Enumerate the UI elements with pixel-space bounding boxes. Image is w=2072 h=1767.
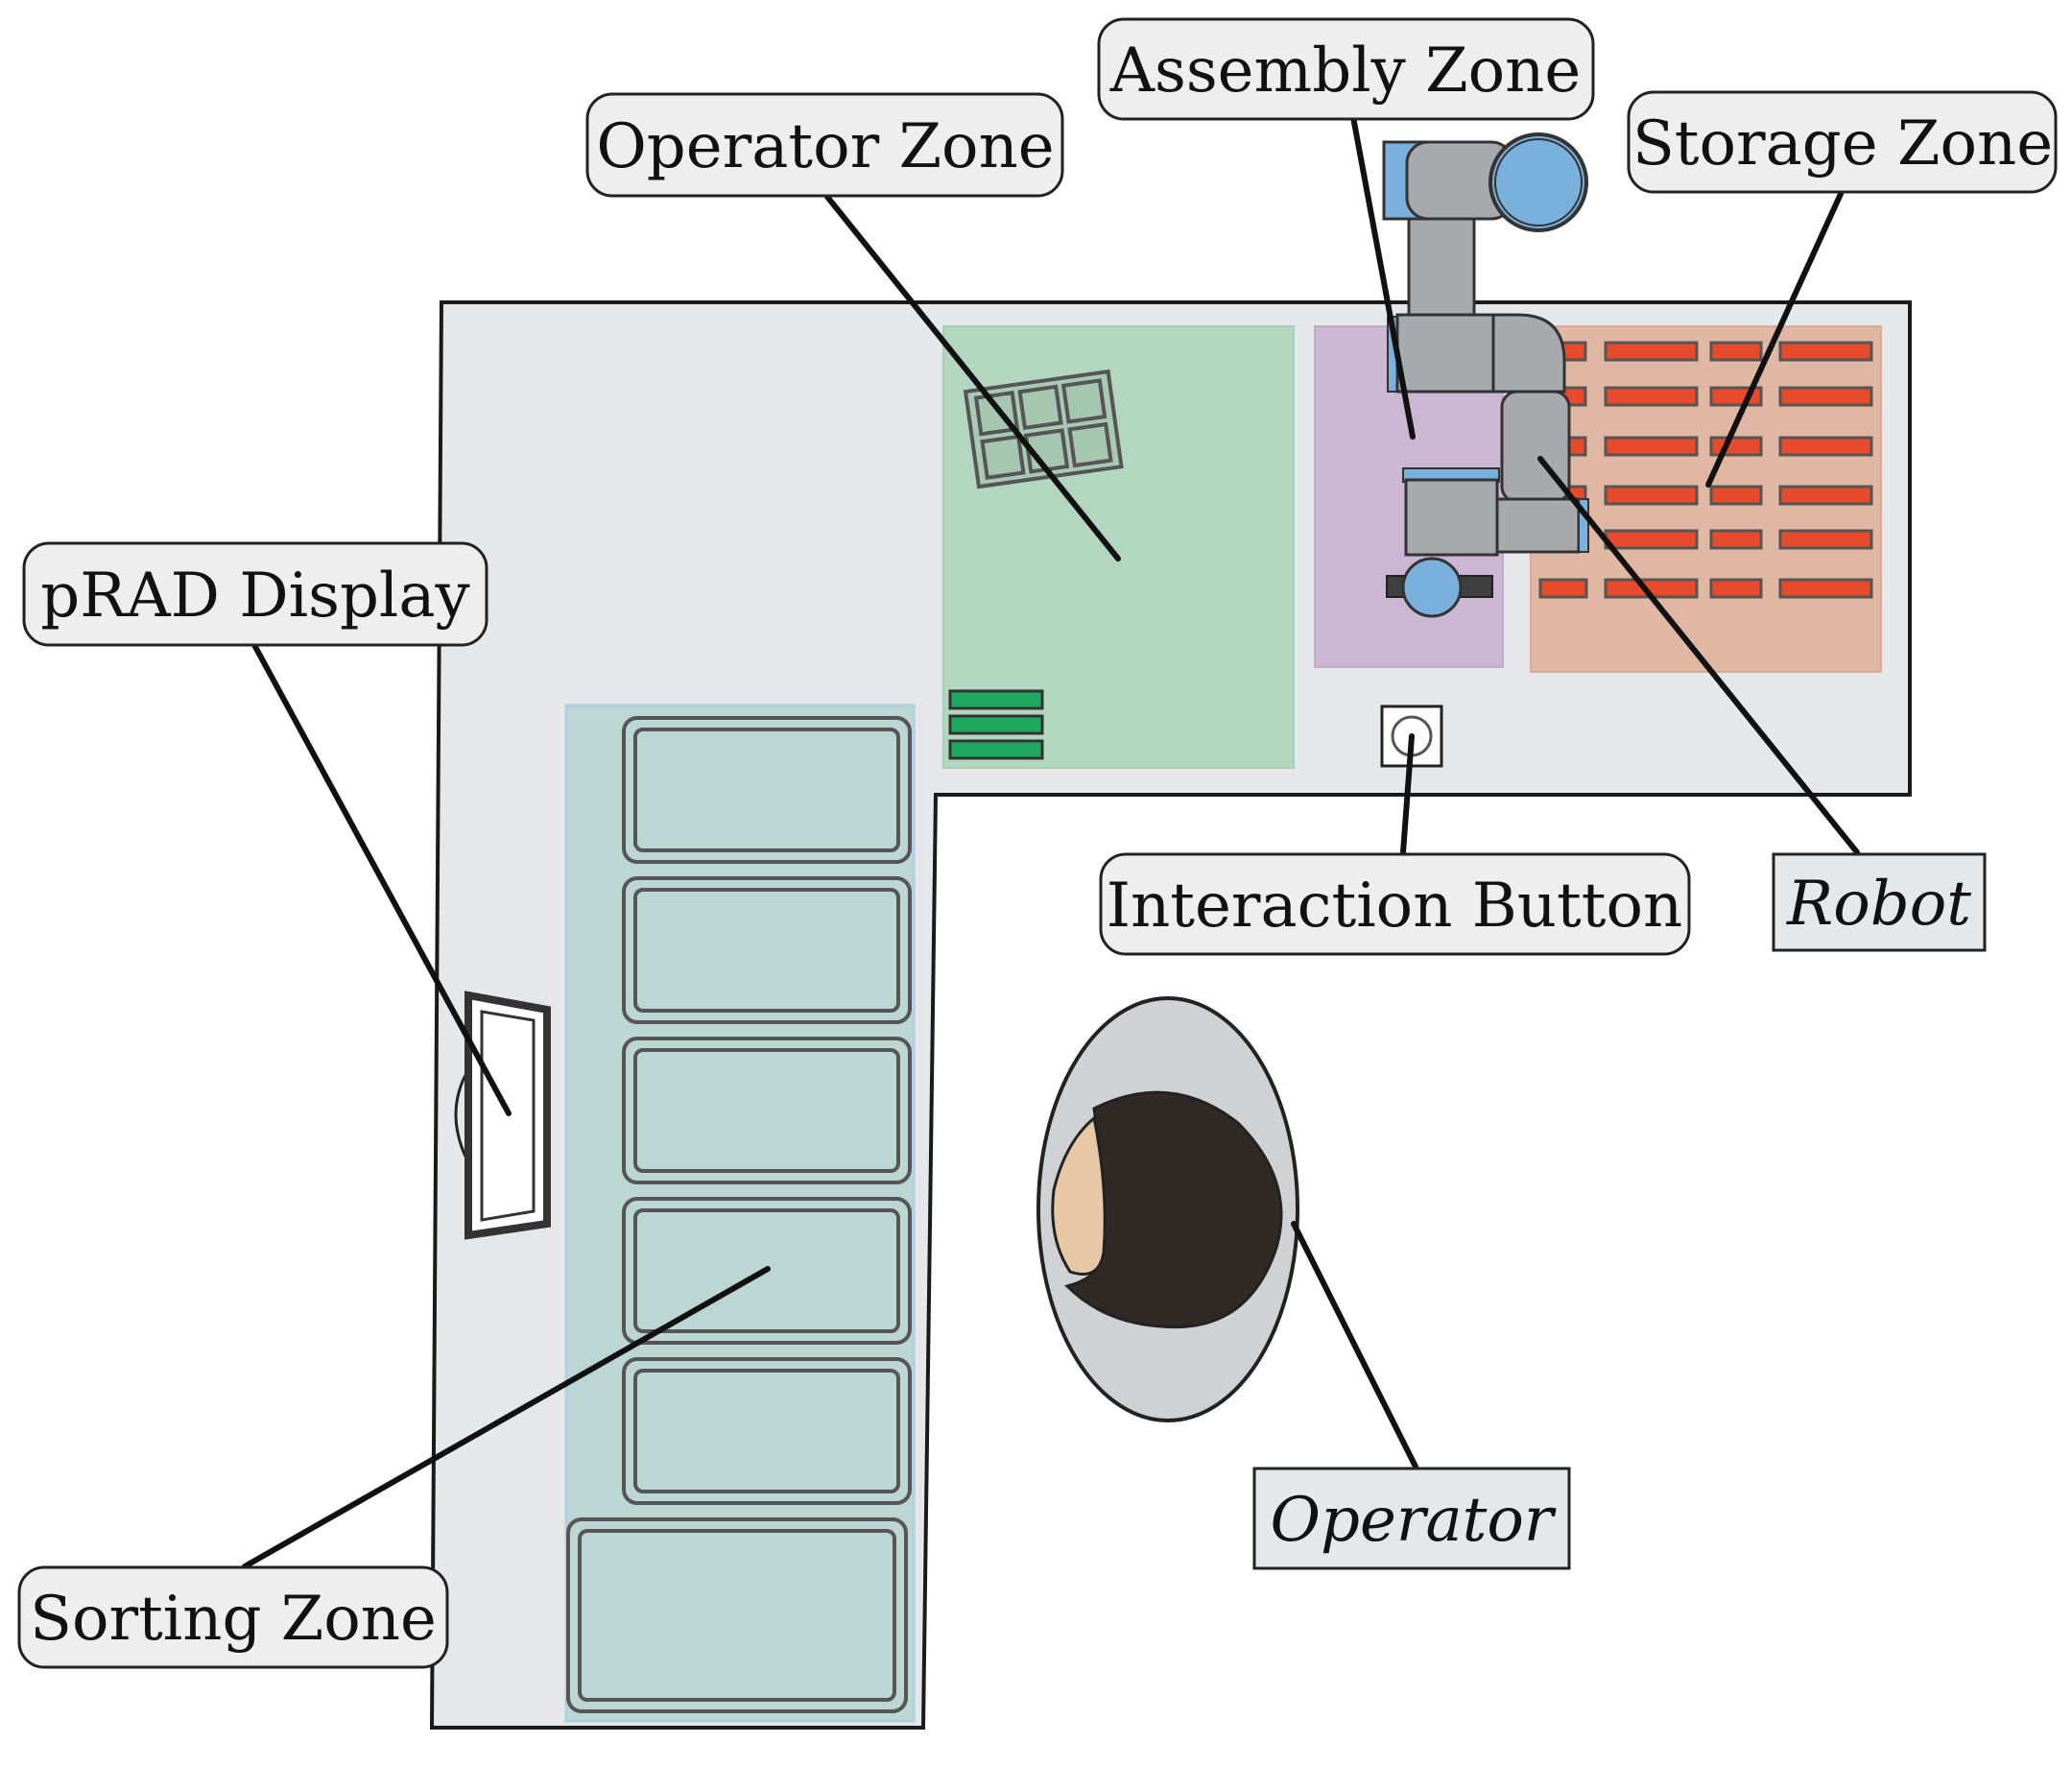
robot-arm-icon [1382,132,1589,618]
svg-text:Assembly Zone: Assembly Zone [1109,36,1582,107]
label-robot: Robot [1772,852,1987,952]
parts-tray [963,369,1124,490]
leader-interaction-button [1400,733,1415,855]
sorting-bins [566,716,912,1713]
parts-stack [948,689,1044,760]
svg-text:pRAD Display: pRAD Display [40,561,469,632]
svg-text:Operator: Operator [1271,1485,1557,1556]
leader-prad-display [251,642,512,1116]
leader-lines [242,114,1860,1569]
svg-text:Storage Zone: Storage Zone [1632,108,2053,179]
sorting-zone-area [564,704,916,1723]
svg-text:Sorting Zone: Sorting Zone [30,1584,437,1655]
label-sorting-zone: Sorting Zone [17,1565,449,1669]
label-prad-display: pRAD Display [22,541,488,647]
leader-storage-zone [1705,191,1844,488]
label-interaction-button: Interaction Button [1099,852,1691,956]
leader-operator-zone [824,194,1121,561]
leader-assembly-zone [1350,114,1416,440]
storage-bins [1538,341,1873,599]
operator-topdown-icon [1036,996,1299,1422]
svg-text:Interaction Button: Interaction Button [1107,871,1682,942]
svg-text:Robot: Robot [1786,869,1971,940]
label-assembly-zone: Assembly Zone [1097,17,1595,121]
leader-robot [1537,456,1860,855]
leader-operator [1291,1221,1418,1469]
label-operator-zone: Operator Zone [585,92,1064,198]
leader-sorting-zone [242,1266,771,1569]
label-operator: Operator [1252,1467,1571,1570]
monitor-icon [454,991,551,1240]
label-storage-zone: Storage Zone [1627,90,2058,194]
svg-text:Operator Zone: Operator Zone [596,111,1054,182]
